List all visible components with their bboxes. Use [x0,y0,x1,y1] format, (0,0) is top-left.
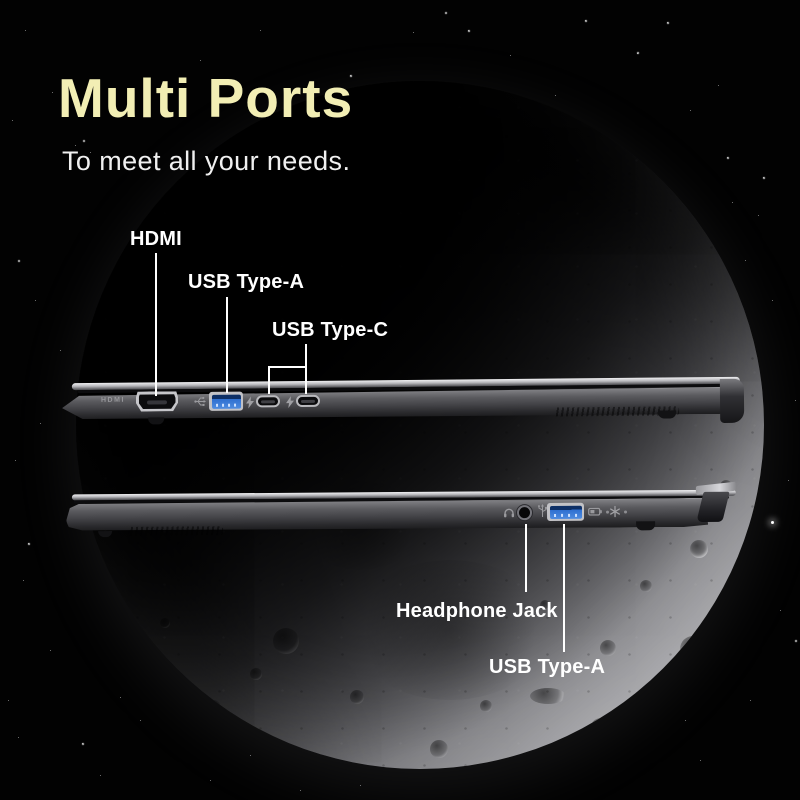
callout-hdmi-line [155,253,157,396]
headset-icon [504,508,515,518]
headphone-jack-port [516,505,533,521]
usb-a-cavity [549,505,582,519]
callout-usb-a-bottom-line [563,524,565,652]
lightning-icon [246,396,255,409]
rubber-foot [98,531,113,538]
battery-icon [588,507,602,516]
hdmi-port [136,391,178,411]
crater [205,700,221,716]
power-led [624,510,628,514]
callout-usb-c-line-right [305,344,307,394]
usb-a-pins [554,513,577,517]
callout-usb-a-top-line [226,297,228,393]
moon [76,81,764,769]
laptop-left-side-view: HDMI [56,365,757,436]
usb-c-port-1 [255,395,281,408]
laptop-right-side-view [62,476,752,545]
crater [735,565,749,579]
hdmi-etched-logo: HDMI [100,396,125,404]
hinge [719,378,745,423]
lightning-icon [286,396,295,409]
usb-a-port-bottom [546,502,585,522]
hinge [695,481,738,524]
callout-usb-c-label: USB Type-C [272,319,389,341]
callout-usb-a-top-label: USB Type-A [188,271,305,293]
page-title: Multi Ports [58,67,354,129]
moon-terminator-shadow [76,81,764,769]
usb-a-cavity [211,394,241,409]
rubber-foot [658,410,677,419]
vent-grille [128,526,224,536]
usb-a-port-top [208,391,244,411]
usb-a-pins [215,403,237,407]
hinge-body [696,491,730,522]
page-subtitle: To meet all your needs. [62,146,351,176]
usb-c-slot [300,399,316,404]
callout-headphone-line [525,524,527,592]
rubber-foot [636,521,656,531]
callout-hdmi-label: HDMI [130,228,182,250]
starfield-bright [0,0,2,2]
callout-usb-c-line-bridge [268,366,307,368]
hdmi-port-slot [147,400,168,404]
callout-usb-a-bottom-label: USB Type-A [489,656,606,678]
ss-usb-icon [194,396,207,406]
rubber-foot [148,417,165,425]
usb-power-icon [537,504,547,518]
hdmi-port-cavity [138,394,175,409]
snowflake-icon [610,505,620,518]
usb-c-slot [260,400,276,404]
glow-star [771,521,774,524]
usb-c-port-2 [295,394,321,408]
callout-headphone-label: Headphone Jack [396,600,558,622]
callout-usb-c-line-left [268,366,270,394]
crater [590,718,612,740]
